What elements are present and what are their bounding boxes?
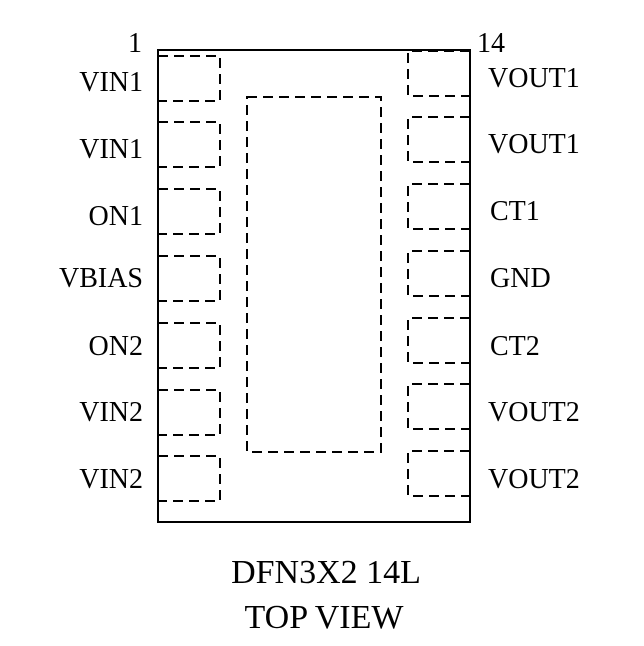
right-pad-11 (407, 250, 470, 297)
right-pad-13 (407, 116, 470, 163)
right-pad-group (407, 50, 470, 497)
left-pin-label-2: VIN1 (79, 134, 143, 165)
right-pin-label-14: VOUT1 (488, 63, 580, 94)
left-pin-label-3: ON1 (89, 201, 143, 232)
right-pin-labels: VOUT1 VOUT1 CT1 GND CT2 VOUT2 VOUT2 (488, 63, 580, 495)
left-pad-3 (158, 188, 221, 235)
left-pad-5 (158, 322, 221, 369)
pin-14-marker: 14 (477, 28, 505, 59)
left-pad-1 (158, 55, 221, 102)
right-pin-label-13: VOUT1 (488, 129, 580, 160)
right-pin-label-9: VOUT2 (488, 397, 580, 428)
left-pin-label-7: VIN2 (79, 464, 143, 495)
exposed-thermal-pad (246, 96, 382, 453)
left-pad-group (158, 55, 221, 502)
right-pin-label-12: CT1 (490, 196, 540, 227)
left-pin-label-6: VIN2 (79, 397, 143, 428)
left-pad-7 (158, 455, 221, 502)
right-pin-label-10: CT2 (490, 331, 540, 362)
right-pad-10 (407, 317, 470, 364)
left-pin-label-5: ON2 (89, 331, 143, 362)
package-name-caption: DFN3X2 14L (231, 554, 421, 591)
left-pad-6 (158, 389, 221, 436)
right-pad-14 (407, 50, 470, 97)
right-pad-9 (407, 383, 470, 430)
right-pad-12 (407, 183, 470, 230)
package-body-outline (157, 49, 471, 523)
left-pad-2 (158, 121, 221, 168)
left-pin-label-4: VBIAS (59, 263, 143, 294)
right-pin-label-8: VOUT2 (488, 464, 580, 495)
pin-1-marker: 1 (128, 28, 142, 59)
right-pin-label-11: GND (490, 263, 551, 294)
left-pin-labels: VIN1 VIN1 ON1 VBIAS ON2 VIN2 VIN2 (59, 67, 143, 495)
left-pad-4 (158, 255, 221, 302)
right-pad-8 (407, 450, 470, 497)
view-caption: TOP VIEW (245, 599, 405, 636)
left-pin-label-1: VIN1 (79, 67, 143, 98)
